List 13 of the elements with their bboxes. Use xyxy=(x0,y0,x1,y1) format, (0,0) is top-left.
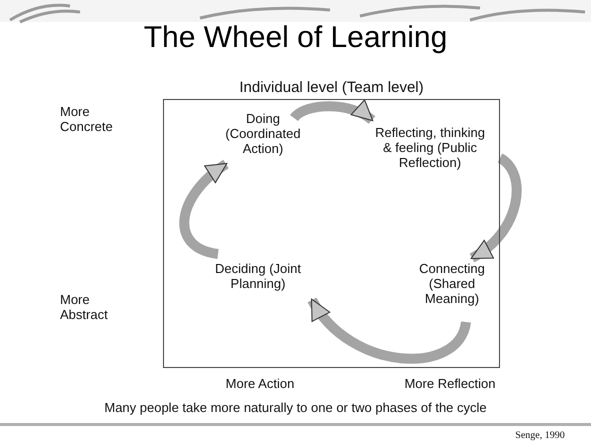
footnote: Many people take more naturally to one or two phases of the cycle xyxy=(103,400,488,415)
slide-title: The Wheel of Learning xyxy=(142,20,448,56)
phase-label: Doing (Coordinated Action) xyxy=(208,111,318,156)
axis-label: More Concrete xyxy=(60,104,114,134)
phase-label: Connecting (Shared Meaning) xyxy=(408,261,496,306)
axis-label: More Action xyxy=(224,376,296,391)
axis-label: More Reflection xyxy=(403,376,497,391)
citation: Senge, 1990 xyxy=(514,430,566,442)
axis-label: More Abstract xyxy=(60,292,109,322)
curved-arrow xyxy=(290,100,375,124)
phase-label: Deciding (Joint Planning) xyxy=(206,261,310,291)
frame-heading: Individual level (Team level) xyxy=(238,79,425,97)
phase-label: Reflecting, thinking & feeling (Public Reflection) xyxy=(369,125,491,170)
